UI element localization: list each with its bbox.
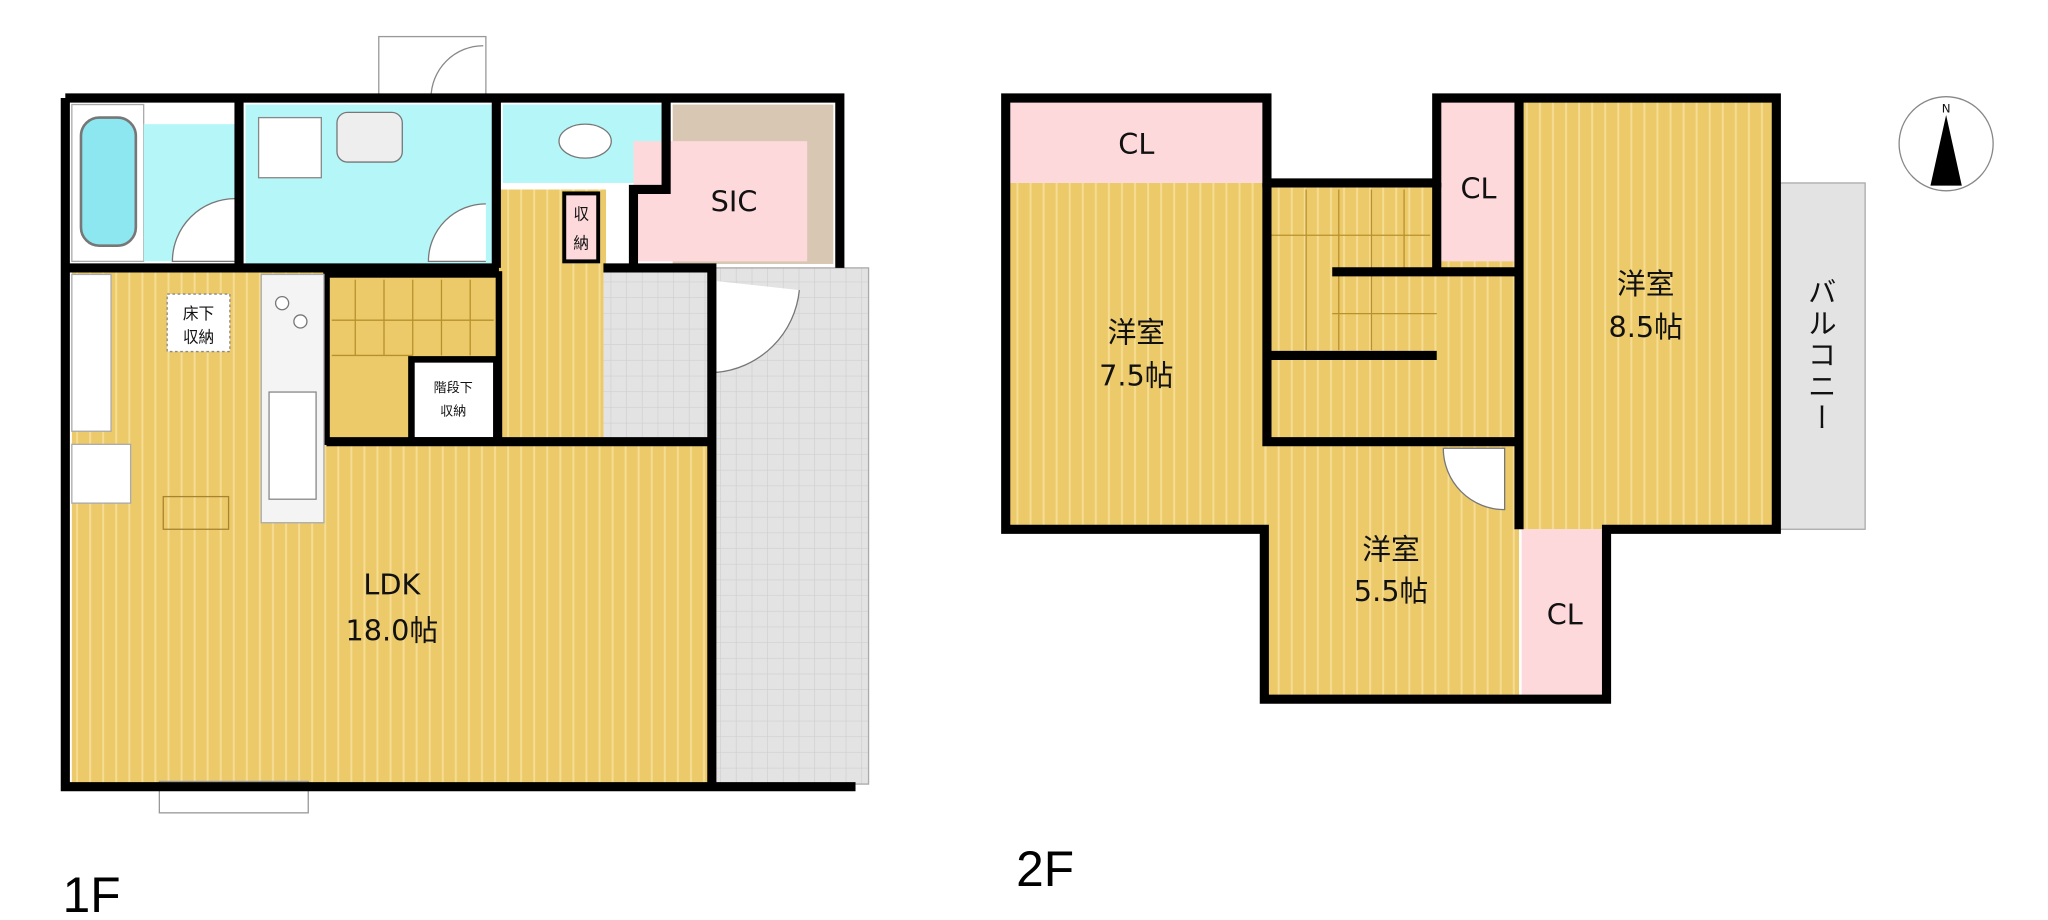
room-a-size: 7.5帖 [1099, 359, 1173, 393]
storage-label-2: 納 [573, 233, 589, 252]
floor-1: LDK 18.0帖 SIC 収 納 床下 収納 階段下 収納 1F [60, 35, 870, 920]
understair-label-1: 階段下 [434, 381, 473, 396]
genkan-door-swing [715, 280, 800, 374]
washing-machine [257, 116, 322, 179]
underfloor-label-2: 収納 [183, 327, 214, 346]
fridge-space [71, 273, 112, 432]
floor-2: CL CL CL 洋室 7.5帖 洋室 8.5帖 洋室 5.5帖 バルコニー 2… [1001, 93, 1994, 897]
room-b-name: 洋室 [1617, 267, 1674, 301]
kitchen-sink [268, 391, 317, 500]
room-a-name: 洋室 [1108, 315, 1165, 349]
room-a-closet [1008, 101, 1265, 183]
balcony-label: バルコニー [1804, 277, 1838, 434]
room-c-size: 5.5帖 [1354, 574, 1428, 608]
walls-2f [1001, 93, 1781, 704]
ldk-size: 18.0帖 [345, 613, 438, 647]
understair-label-2: 収納 [440, 405, 466, 420]
storage-label-1: 収 [573, 205, 589, 224]
floor-hatch [162, 495, 230, 530]
closet-label: CL [1118, 127, 1154, 161]
sic-label: SIC [711, 185, 758, 219]
closet-label: CL [1547, 598, 1583, 632]
underfloor-storage-box [166, 293, 231, 353]
room-c-name: 洋室 [1362, 532, 1419, 566]
bathtub [79, 116, 138, 247]
room-a-floor [1008, 182, 1265, 530]
ldk-name: LDK [363, 568, 421, 602]
room-b-size: 8.5帖 [1609, 310, 1683, 344]
room-c-door-swing [1442, 447, 1506, 511]
cupboard [71, 443, 132, 504]
room-b-floor [1519, 101, 1777, 530]
stove-burner [293, 314, 308, 329]
washroom-door-swing [427, 203, 486, 263]
wash-basin [336, 111, 403, 163]
room-b-closet [1436, 101, 1520, 262]
floor-1-label: 1F [63, 867, 121, 920]
floor-2-label: 2F [1016, 841, 1074, 897]
genkan-tile [603, 267, 708, 438]
understair-storage [408, 356, 500, 444]
compass-icon: N [1898, 96, 1994, 192]
room-c-closet [1521, 529, 1607, 700]
bathroom-door-swing [171, 197, 236, 263]
porch-door-swing [430, 45, 484, 99]
stove-burner [274, 295, 290, 311]
closet-label: CL [1460, 172, 1496, 206]
walls-1f [60, 93, 856, 792]
toilet [558, 123, 612, 159]
compass-north-label: N [1942, 101, 1951, 115]
balcony [1775, 182, 1866, 530]
underfloor-label-1: 床下 [183, 304, 214, 323]
storage-closet [562, 191, 601, 264]
